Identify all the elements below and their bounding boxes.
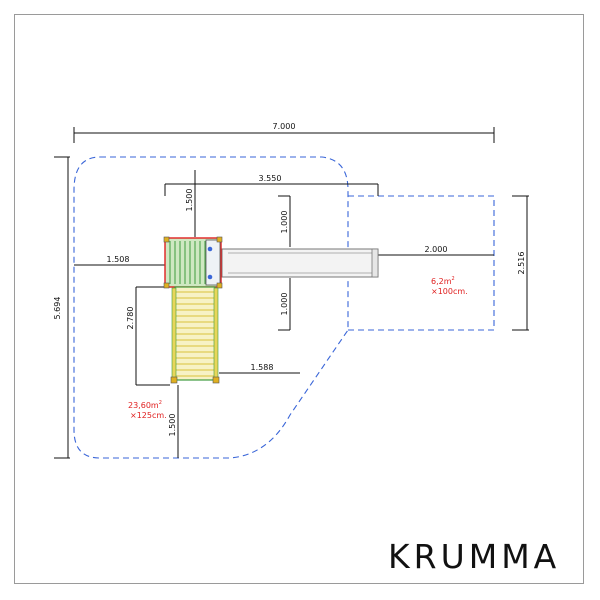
dim-slide-length-label: 2.000 — [425, 245, 448, 254]
dim-offset-slide-label: 3.550 — [259, 174, 282, 183]
dim-total-height-label: 5.694 — [53, 297, 62, 320]
dim-slide-zone-width-label: 2.516 — [517, 252, 526, 275]
slide — [221, 248, 379, 278]
dim-total-width-label: 7.000 — [273, 122, 296, 131]
main-depth-label: ×125cm. — [130, 411, 167, 420]
main-area-label: 23,60m2 — [128, 400, 162, 410]
dim-bottom-clearance: 1.500 — [168, 385, 179, 458]
dim-offset-slide: 3.550 — [164, 174, 379, 196]
slide-area-label: 6,2m2 — [431, 276, 455, 286]
dim-slide-side-top: 1.000 — [278, 195, 291, 247]
dim-slide-side-top-label: 1.000 — [280, 211, 289, 234]
dim-total-height: 5.694 — [53, 156, 70, 459]
dim-ladder-length-label: 2.780 — [126, 307, 135, 330]
dim-slide-length: 2.000 — [378, 245, 494, 256]
dim-bottom-clearance-label: 1.500 — [168, 414, 177, 437]
platform — [163, 236, 223, 289]
dim-ladder-length: 2.780 — [126, 286, 170, 386]
dim-slide-side-bottom: 1.000 — [278, 278, 291, 331]
dim-slide-zone-width: 2.516 — [512, 195, 529, 331]
ladder — [170, 286, 220, 384]
slide-safety-zone — [348, 195, 495, 331]
krumma-logo: KRUMMA — [388, 537, 560, 576]
dim-total-width: 7.000 — [73, 122, 495, 143]
dim-top-clearance: 1.500 — [185, 170, 196, 237]
dim-ladder-side-label: 1.588 — [251, 363, 274, 372]
slide-depth-label: ×100cm. — [431, 287, 468, 296]
dim-left-clearance-label: 1.508 — [107, 255, 130, 264]
main-safety-zone — [73, 156, 349, 459]
dim-left-clearance: 1.508 — [74, 255, 165, 266]
drawing-frame — [14, 14, 584, 584]
dim-top-clearance-label: 1.500 — [185, 189, 194, 212]
dim-slide-side-bottom-label: 1.000 — [280, 293, 289, 316]
dim-ladder-side: 1.588 — [219, 363, 300, 374]
